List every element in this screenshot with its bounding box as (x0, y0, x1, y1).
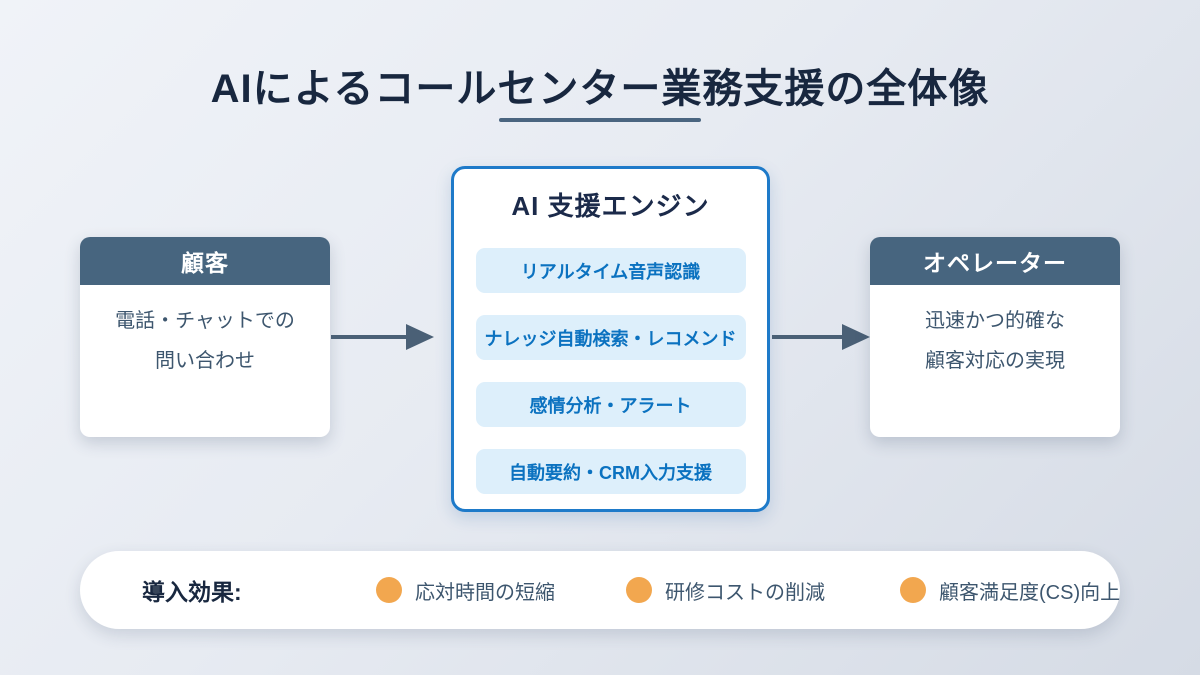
customer-box-header: 顧客 (80, 237, 330, 285)
page-title: AIによるコールセンター業務支援の全体像 (210, 67, 990, 111)
bullet-dot-icon (900, 577, 926, 603)
arrow-line (772, 335, 845, 339)
feature-pill-sentiment-alert: 感情分析・アラート (475, 382, 746, 427)
arrow-engine-to-operator (772, 324, 870, 350)
benefit-item-label: 顧客満足度(CS)向上 (939, 581, 1121, 604)
benefit-item-response-time: 応対時間の短縮 (376, 551, 555, 629)
customer-box-line1: 電話・チャットでの (115, 310, 295, 332)
title-underline (499, 118, 701, 122)
benefits-bar-label: 導入効果: (142, 579, 242, 605)
customer-box-body: 電話・チャットでの 問い合わせ (80, 285, 330, 381)
benefit-item-label: 研修コストの削減 (665, 581, 825, 604)
feature-pill-auto-summary-crm: 自動要約・CRM入力支援 (475, 449, 746, 494)
customer-box: 顧客 電話・チャットでの 問い合わせ (80, 237, 330, 437)
bullet-dot-icon (626, 577, 652, 603)
operator-box-line1: 迅速かつ的確な (925, 310, 1065, 332)
benefit-item-training-cost: 研修コストの削減 (626, 551, 825, 629)
feature-pill-knowledge-search: ナレッジ自動検索・レコメンド (475, 315, 746, 360)
operator-box: オペレーター 迅速かつ的確な 顧客対応の実現 (870, 237, 1120, 437)
arrow-line (331, 335, 409, 339)
operator-box-line2: 顧客対応の実現 (925, 350, 1065, 372)
ai-engine-box: AI 支援エンジン リアルタイム音声認識 ナレッジ自動検索・レコメンド 感情分析… (451, 166, 770, 512)
arrow-head-icon (842, 324, 870, 350)
benefits-bar: 導入効果: 応対時間の短縮 研修コストの削減 顧客満足度(CS)向上 (80, 551, 1120, 629)
operator-box-body: 迅速かつ的確な 顧客対応の実現 (870, 285, 1120, 381)
customer-box-line2: 問い合わせ (155, 350, 255, 372)
arrow-head-icon (406, 324, 434, 350)
arrow-customer-to-engine (331, 324, 434, 350)
bullet-dot-icon (376, 577, 402, 603)
benefit-item-cs-improvement: 顧客満足度(CS)向上 (900, 551, 1120, 629)
benefit-item-label: 応対時間の短縮 (415, 581, 555, 604)
feature-pill-speech-recognition: リアルタイム音声認識 (475, 248, 746, 293)
ai-engine-feature-list: リアルタイム音声認識 ナレッジ自動検索・レコメンド 感情分析・アラート 自動要約… (454, 222, 767, 494)
operator-box-header: オペレーター (870, 237, 1120, 285)
ai-engine-title: AI 支援エンジン (511, 191, 710, 221)
